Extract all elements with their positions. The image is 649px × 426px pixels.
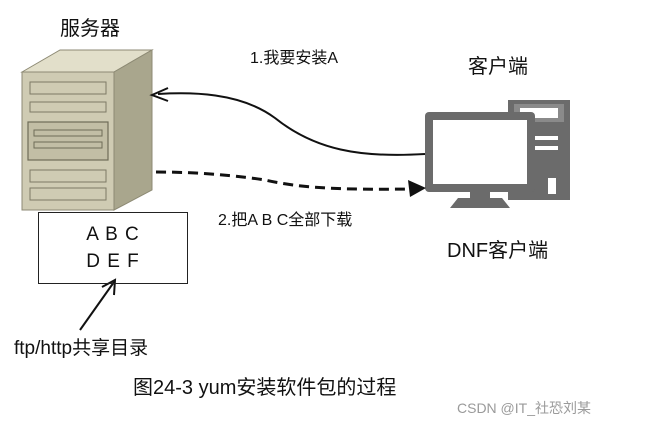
share-dir-label: ftp/http共享目录	[14, 338, 149, 359]
desktop-computer-icon	[425, 100, 570, 208]
server-label: 服务器	[60, 18, 120, 40]
files-row-1: A B C	[86, 224, 140, 245]
client-label: 客户端	[468, 56, 528, 78]
share-dir-pointer	[79, 278, 117, 331]
figure-caption: 图24-3 yum安装软件包的过程	[133, 377, 397, 399]
server-icon	[20, 49, 154, 211]
files-row-2: D E F	[86, 251, 140, 272]
step2-label: 2.把A B C全部下载	[218, 212, 353, 229]
dnf-client-label: DNF客户端	[447, 240, 549, 262]
watermark: CSDN @IT_社恐刘某	[457, 400, 591, 416]
download-arrow	[155, 170, 426, 197]
request-arrow	[149, 87, 426, 156]
shared-files-box: A B C D E F	[38, 212, 188, 284]
step1-label: 1.我要安装A	[250, 50, 339, 67]
